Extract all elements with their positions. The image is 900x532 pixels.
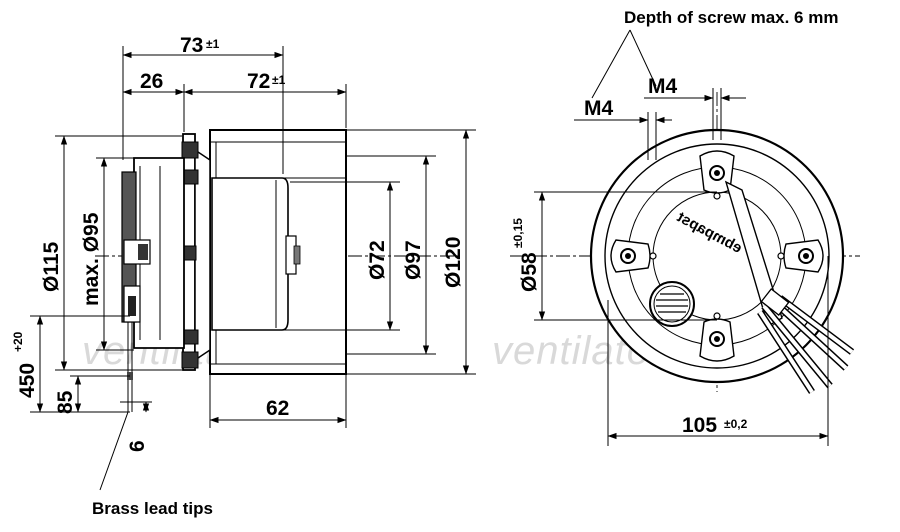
dim-85-label: 85 (54, 390, 77, 414)
dim-72-tol: ±1 (272, 73, 286, 87)
m4-top-label: M4 (648, 75, 677, 98)
front-view: ebmpapst 105 ±0,2 Ø58 ±0,15 M4 (510, 8, 860, 446)
dim-73-tol: ±1 (206, 37, 220, 51)
dim-450-tol: +20 (11, 331, 25, 352)
rear-motor-section (121, 157, 185, 349)
dia-72-label: Ø72 (366, 240, 389, 280)
screw-holes (620, 165, 814, 347)
dim-6-label: 6 (126, 440, 149, 452)
dim-450-label: 450 (16, 363, 39, 398)
dim-73-label: 73 (180, 34, 203, 57)
dim-62-label: 62 (266, 397, 289, 420)
dim-72-label: 72 (247, 70, 270, 93)
dia-58-tol: ±0,15 (511, 218, 525, 248)
dim-105-tol: ±0,2 (724, 417, 748, 431)
dia-115-label: Ø115 (40, 241, 63, 292)
cable-channel (724, 180, 783, 328)
dia-120-label: Ø120 (442, 237, 465, 288)
dia-58-label: Ø58 (518, 252, 541, 292)
rotor-cap (649, 281, 695, 327)
max-95-label: max. Ø95 (80, 212, 103, 306)
inner-ring (604, 143, 830, 369)
m4-left-label: M4 (584, 97, 613, 120)
dia-97-label: Ø97 (402, 240, 425, 280)
brass-tips-note: Brass lead tips (92, 499, 213, 518)
side-view: 73 ±1 26 72 ±1 62 Ø115 max. Ø95 Ø72 Ø97 (11, 34, 476, 518)
dim-105-label: 105 (682, 414, 717, 437)
dim-26-label: 26 (140, 70, 163, 93)
mounting-flange (181, 133, 211, 371)
cable-bundle (757, 288, 855, 394)
motor-hub (211, 177, 301, 331)
screw-depth-note: Depth of screw max. 6 mm (624, 8, 838, 27)
